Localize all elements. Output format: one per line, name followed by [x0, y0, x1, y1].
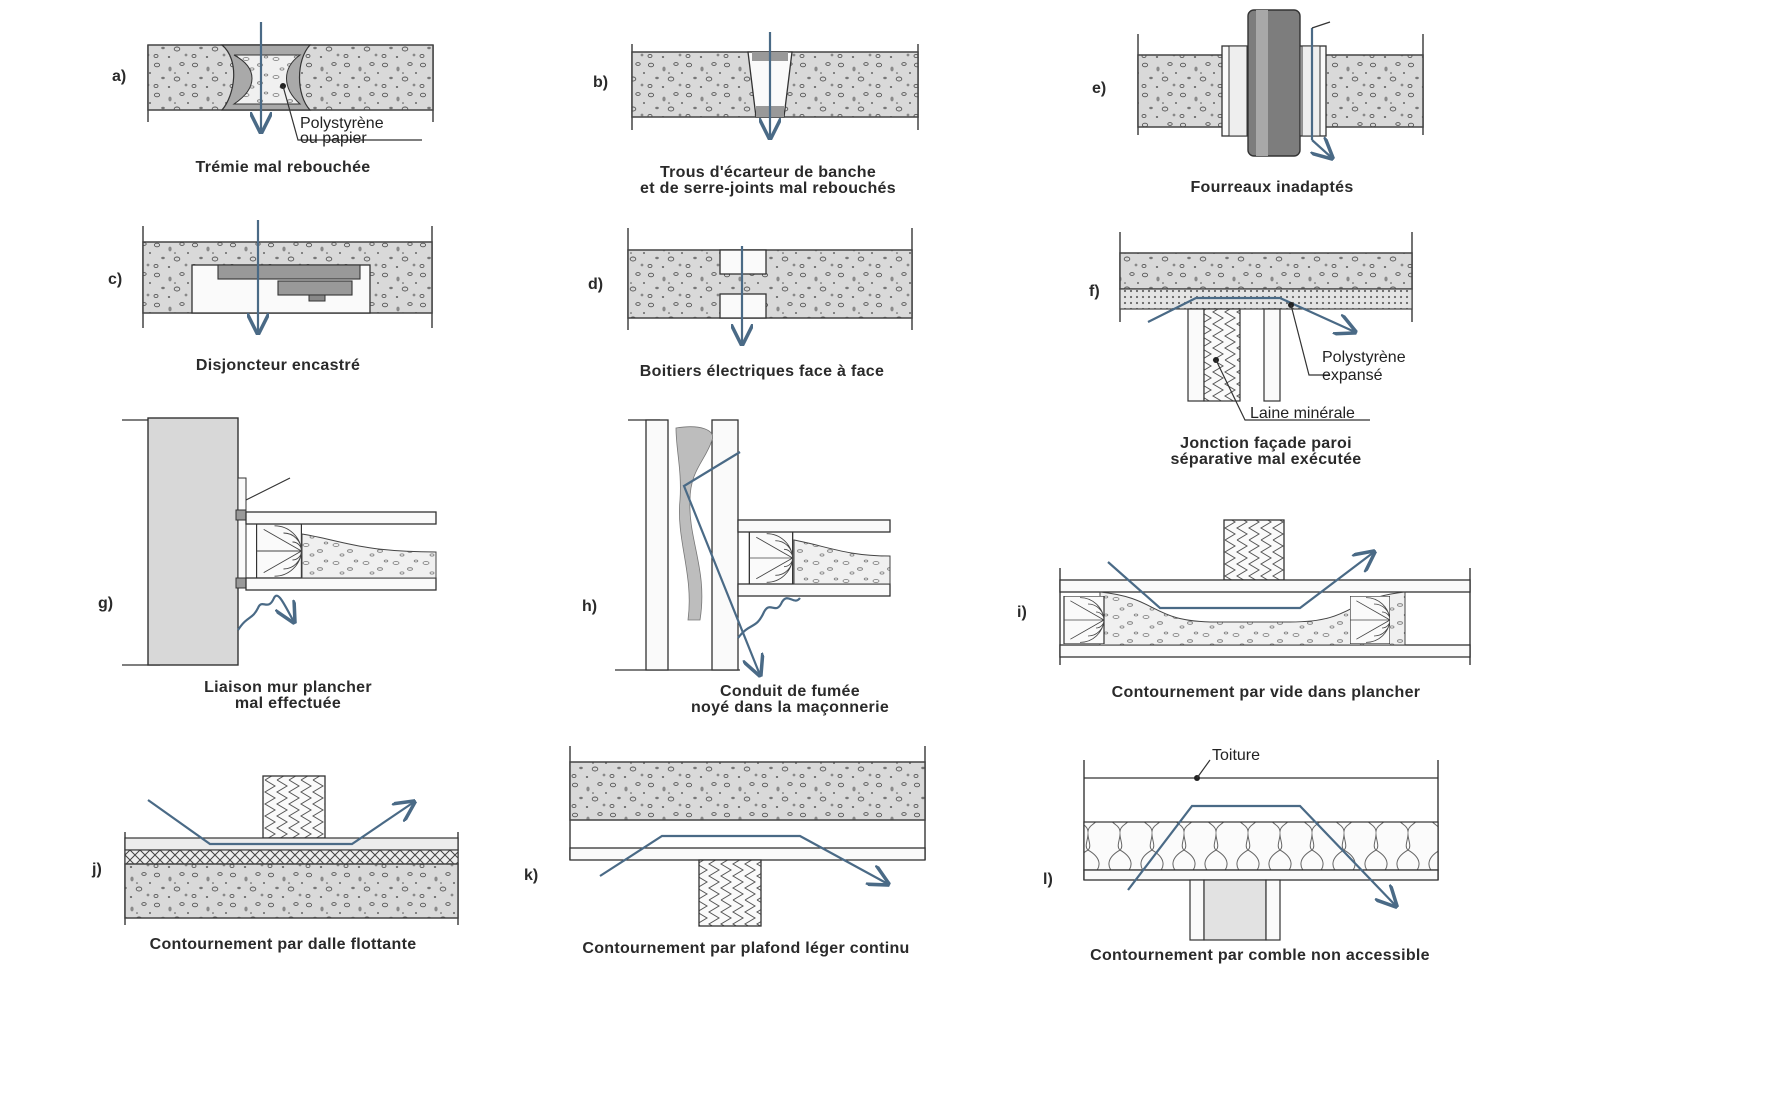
- polystyrene-filler: [232, 54, 302, 105]
- figure-c-letter: c): [108, 271, 122, 288]
- joist-right: [1350, 596, 1390, 644]
- smoke-duct-fill: [675, 426, 713, 621]
- figure-k: k) Contournement par plafond léger conti…: [524, 746, 926, 957]
- figure-i-caption: Contournement par vide dans plancher: [1112, 684, 1421, 701]
- figure-h-caption-line1: Conduit de fumée: [720, 683, 860, 700]
- note-expanded-polystyrene-2: expansé: [1322, 367, 1383, 384]
- floor-void-insulation: [1099, 591, 1406, 646]
- figure-f: f) Polystyrène expansé Laine minérale Jo…: [1089, 232, 1413, 468]
- joist-left: [1063, 596, 1105, 644]
- ceiling-board: [737, 583, 891, 597]
- concrete-slab: [124, 863, 459, 919]
- attic-insulation: [1083, 821, 1439, 871]
- sound-path-arrow: [1127, 804, 1396, 906]
- ceiling-board: [245, 577, 437, 591]
- partition-below: [1203, 879, 1267, 941]
- figure-g-letter: g): [98, 595, 113, 612]
- note-polystyrene: Polystyrène: [300, 115, 384, 132]
- figure-c: c) Disjoncteur encastré: [108, 220, 433, 374]
- floor-board-top: [737, 519, 891, 533]
- joist: [748, 532, 794, 584]
- sound-path-arrow: [1107, 552, 1374, 610]
- note-roof: Toiture: [1212, 747, 1260, 764]
- joist: [256, 524, 302, 578]
- breaker-panel: [217, 264, 361, 280]
- figure-l-caption: Contournement par comble non accessible: [1090, 947, 1430, 964]
- separating-wall-board: [1263, 308, 1281, 402]
- floor-board-top: [245, 511, 437, 525]
- sound-path-arrow: [147, 800, 414, 846]
- continuous-light-ceiling: [569, 847, 926, 861]
- figure-b: b) Trous d'écarteur de banche et de serr…: [593, 32, 919, 197]
- figure-b-caption-line2: et de serre-joints mal rebouchés: [640, 180, 896, 197]
- figure-d-letter: d): [588, 276, 603, 293]
- ceiling-board: [1059, 644, 1471, 658]
- figure-a: a) Polystyrène ou papier Trémie mal rebo…: [112, 22, 434, 176]
- sound-path-arrow: [682, 451, 760, 675]
- figure-l: l) Toiture Contournement par comble non …: [1043, 747, 1439, 964]
- partition-above: [1223, 519, 1285, 581]
- sound-path-arrow: [1312, 140, 1332, 158]
- figure-h-letter: h): [582, 598, 597, 615]
- circuit-breaker: [277, 280, 353, 296]
- figure-h: h) Conduit de fumée noyé dans la maçonne…: [582, 419, 891, 716]
- facade-concrete: [1119, 252, 1413, 290]
- figure-c-caption: Disjoncteur encastré: [196, 357, 360, 374]
- note-mineral-wool: Laine minérale: [1250, 405, 1355, 422]
- figure-e-letter: e): [1092, 80, 1106, 97]
- floor-insulation: [301, 533, 437, 579]
- figure-g-caption-line1: Liaison mur plancher: [204, 679, 372, 696]
- sound-path-wave: [737, 597, 801, 639]
- figure-f-caption-line2: séparative mal exécutée: [1170, 451, 1361, 468]
- mineral-wool: [1203, 308, 1241, 402]
- figure-j-caption: Contournement par dalle flottante: [150, 936, 417, 953]
- flue-wall-left: [645, 419, 669, 671]
- figure-d: d) Boitiers électriques face à face: [588, 228, 913, 380]
- figure-h-caption-line2: noyé dans la maçonnerie: [691, 699, 889, 716]
- figure-a-caption: Trémie mal rebouchée: [196, 159, 371, 176]
- sound-path-arrow: [237, 594, 294, 631]
- floor-board-top: [1059, 579, 1471, 593]
- floor-insulation: [793, 539, 891, 585]
- figure-d-caption: Boitiers électriques face à face: [640, 363, 884, 380]
- figure-l-letter: l): [1043, 871, 1053, 888]
- masonry-wall: [147, 417, 239, 666]
- figure-f-letter: f): [1089, 283, 1100, 300]
- figure-j: j) Contournement par dalle flottante: [91, 775, 459, 953]
- concrete-wall: [627, 249, 913, 319]
- figure-e: e) Fourreaux inadaptés: [1092, 9, 1424, 196]
- sound-path-arrow: [1147, 296, 1355, 332]
- figure-j-letter: j): [91, 861, 102, 878]
- note-or-paper: ou papier: [300, 130, 367, 147]
- figure-k-caption: Contournement par plafond léger continu: [582, 940, 909, 957]
- figure-a-letter: a): [112, 68, 126, 85]
- figure-g: g) Liaison mur plancher mal effectuée: [98, 417, 437, 712]
- pipe: [1247, 9, 1301, 157]
- figure-e-caption: Fourreaux inadaptés: [1190, 179, 1353, 196]
- resilient-layer: [124, 849, 459, 865]
- sound-path-arrow: [599, 834, 888, 884]
- flue-wall-right: [711, 419, 739, 671]
- concrete-slab: [569, 761, 926, 821]
- figure-i-letter: i): [1017, 604, 1027, 621]
- figure-i: i) Contournement par vide dans plancher: [1017, 519, 1471, 701]
- note-expanded-polystyrene-1: Polystyrène: [1322, 349, 1406, 366]
- figure-f-caption-line1: Jonction façade paroi: [1180, 435, 1352, 452]
- partition: [698, 859, 762, 927]
- partition: [262, 775, 326, 839]
- figure-b-letter: b): [593, 74, 608, 91]
- figure-g-caption-line2: mal effectuée: [235, 695, 341, 712]
- figure-b-caption-line1: Trous d'écarteur de banche: [660, 164, 876, 181]
- figure-k-letter: k): [524, 867, 538, 884]
